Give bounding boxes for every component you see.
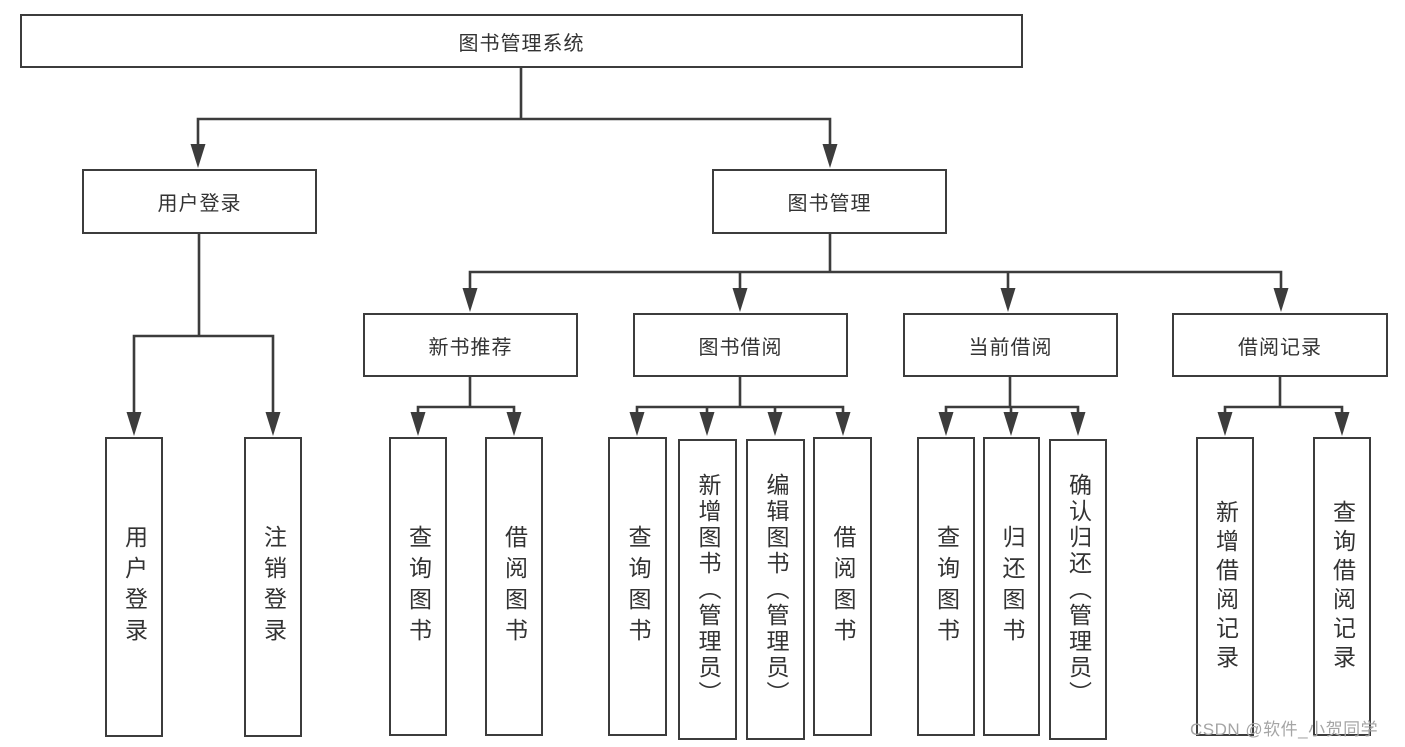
arrow-icon: [1070, 412, 1086, 436]
leaf-edit-book-admin: 编辑图书（管理员）: [746, 439, 805, 740]
node-label: 查询图书: [405, 524, 432, 649]
leaf-add-borrow-record: 新增借阅记录: [1196, 437, 1254, 736]
node-label: 编辑图书（管理员）: [763, 472, 789, 707]
leaf-logout: 注销登录: [244, 437, 302, 737]
arrow-icon: [767, 412, 783, 436]
node-label: 图书管理: [787, 193, 872, 215]
arrow-icon: [506, 412, 522, 436]
arrow-icon: [1217, 412, 1233, 436]
node-label: 确认归还（管理员）: [1065, 472, 1092, 707]
csdn-watermark: CSDN @软件_小贺同学: [1190, 720, 1379, 739]
arrowheads: [126, 144, 1350, 436]
node-user-login: 用户登录: [82, 169, 317, 234]
node-root-system: 图书管理系统: [20, 14, 1023, 68]
leaf-borrow-books-recommend: 借阅图书: [485, 437, 543, 736]
node-label: 图书管理系统: [458, 32, 585, 55]
leaf-add-book-admin: 新增图书（管理员）: [678, 439, 737, 740]
node-current-borrowing: 当前借阅: [903, 313, 1118, 377]
arrow-icon: [1334, 412, 1350, 436]
leaf-confirm-return-admin: 确认归还（管理员）: [1049, 439, 1107, 740]
leaf-borrow-books-borrowing: 借阅图书: [813, 437, 872, 736]
arrow-icon: [1000, 288, 1016, 312]
arrow-icon: [835, 412, 851, 436]
arrow-icon: [629, 412, 645, 436]
node-label: 用户登录: [121, 525, 148, 649]
node-label: 用户登录: [157, 193, 242, 215]
leaf-query-books-recommend: 查询图书: [389, 437, 447, 736]
node-label: 新增图书（管理员）: [695, 472, 721, 707]
node-new-book-recommend: 新书推荐: [363, 313, 578, 377]
node-label: 查询图书: [933, 524, 960, 649]
node-label: 归还图书: [999, 524, 1025, 649]
arrow-icon: [1273, 288, 1289, 312]
node-label: 借阅记录: [1238, 336, 1322, 359]
node-label: 当前借阅: [968, 336, 1053, 359]
leaf-query-books-borrowing: 查询图书: [608, 437, 667, 736]
node-label: 查询借阅记录: [1329, 499, 1356, 674]
arrow-icon: [699, 412, 715, 436]
node-label: 图书借阅: [698, 336, 783, 359]
connector-paths: [132, 68, 1344, 414]
arrow-icon: [938, 412, 954, 436]
node-label: 查询图书: [625, 524, 651, 649]
arrow-icon: [1003, 412, 1019, 436]
arrow-icon: [732, 288, 748, 312]
leaf-user-login: 用户登录: [105, 437, 163, 737]
node-label: 借阅图书: [830, 524, 856, 649]
leaf-query-borrow-record: 查询借阅记录: [1313, 437, 1371, 736]
arrow-icon: [462, 288, 478, 312]
node-label: 新增借阅记录: [1212, 499, 1239, 674]
arrow-icon: [126, 412, 142, 436]
node-book-borrowing: 图书借阅: [633, 313, 848, 377]
node-borrowing-records: 借阅记录: [1172, 313, 1388, 377]
node-book-management: 图书管理: [712, 169, 947, 234]
arrow-icon: [190, 144, 206, 168]
arrow-icon: [822, 144, 838, 168]
node-label: 新书推荐: [428, 336, 513, 359]
node-label: 注销登录: [260, 525, 287, 649]
leaf-return-books: 归还图书: [983, 437, 1040, 736]
leaf-query-books-current: 查询图书: [917, 437, 975, 736]
arrow-icon: [410, 412, 426, 436]
node-label: 借阅图书: [501, 524, 528, 649]
arrow-icon: [265, 412, 281, 436]
